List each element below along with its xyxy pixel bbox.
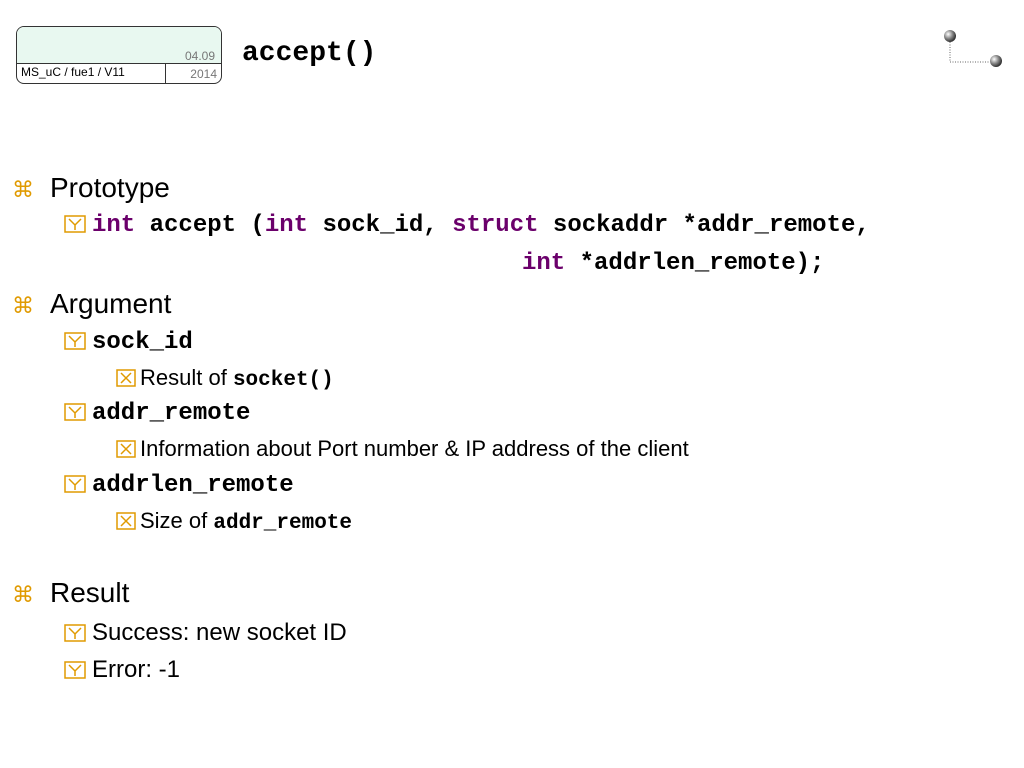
checkbox-y-bullet-icon [64, 624, 86, 642]
sock-id-desc-text: Result of [140, 365, 233, 390]
checkbox-y-bullet-icon [64, 661, 86, 679]
arg-sock-id-label: sock_id [92, 329, 193, 356]
badge-top-panel [17, 27, 221, 64]
param-sock-id: sock_id, [308, 212, 453, 239]
checkbox-x-bullet-icon [116, 512, 136, 530]
checkbox-x-bullet-icon [116, 440, 136, 458]
arg-addr-remote-desc: Information about Port number & IP addre… [116, 436, 689, 462]
addr-remote-desc-text: Information about Port number & IP addre… [140, 436, 689, 461]
prototype-heading: Prototype [50, 172, 170, 203]
result-error-text: Error: -1 [92, 656, 181, 683]
arg-addrlen-remote: addrlen_remote [64, 472, 294, 499]
badge-divider [165, 63, 166, 83]
corner-decoration-icon [944, 30, 1002, 67]
arg-addrlen-remote-label: addrlen_remote [92, 472, 294, 499]
checkbox-y-bullet-icon [64, 403, 86, 421]
param-addrlen-remote: *addrlen_remote); [565, 250, 825, 277]
result-success-text: Success: new socket ID [92, 619, 347, 646]
arg-addr-remote-label: addr_remote [92, 400, 251, 427]
param-addr-remote: sockaddr *addr_remote, [538, 212, 870, 239]
command-bullet-icon: ⌘ [12, 177, 34, 202]
result-error: Error: -1 [64, 656, 180, 684]
bullet-prototype: ⌘ Prototype [12, 172, 170, 204]
arg-sock-id-desc: Result of socket() [116, 365, 334, 392]
prototype-line-1: int accept (int sock_id, struct sockaddr… [64, 212, 870, 239]
badge-date-day: 04.09 [184, 49, 215, 63]
command-bullet-icon: ⌘ [12, 293, 34, 318]
function-name: accept ( [135, 212, 265, 239]
keyword-int: int [522, 250, 566, 277]
badge-date-year: 2014 [190, 67, 217, 81]
checkbox-y-bullet-icon [64, 215, 86, 233]
result-heading: Result [50, 577, 130, 608]
checkbox-x-bullet-icon [116, 369, 136, 387]
keyword-int: int [264, 212, 309, 239]
keyword-int: int [92, 212, 136, 239]
bullet-result: ⌘ Result [12, 577, 129, 609]
arg-addr-remote: addr_remote [64, 400, 250, 427]
sock-id-desc-code: socket() [232, 369, 334, 392]
command-bullet-icon: ⌘ [12, 582, 34, 607]
result-success: Success: new socket ID [64, 619, 347, 647]
arg-addrlen-remote-desc: Size of addr_remote [116, 508, 352, 535]
addrlen-remote-desc-text: Size of [140, 508, 214, 533]
checkbox-y-bullet-icon [64, 475, 86, 493]
addrlen-remote-desc-code: addr_remote [213, 512, 352, 535]
checkbox-y-bullet-icon [64, 332, 86, 350]
arg-sock-id: sock_id [64, 329, 193, 356]
bullet-argument: ⌘ Argument [12, 288, 171, 320]
page-title: accept() [242, 38, 377, 69]
badge-course-code: MS_uC / fue1 / V11 [21, 65, 125, 79]
course-badge: 04.09 MS_uC / fue1 / V11 2014 [16, 26, 222, 84]
prototype-line-2: int *addrlen_remote); [522, 250, 824, 277]
argument-heading: Argument [50, 288, 172, 319]
keyword-struct: struct [452, 212, 539, 239]
